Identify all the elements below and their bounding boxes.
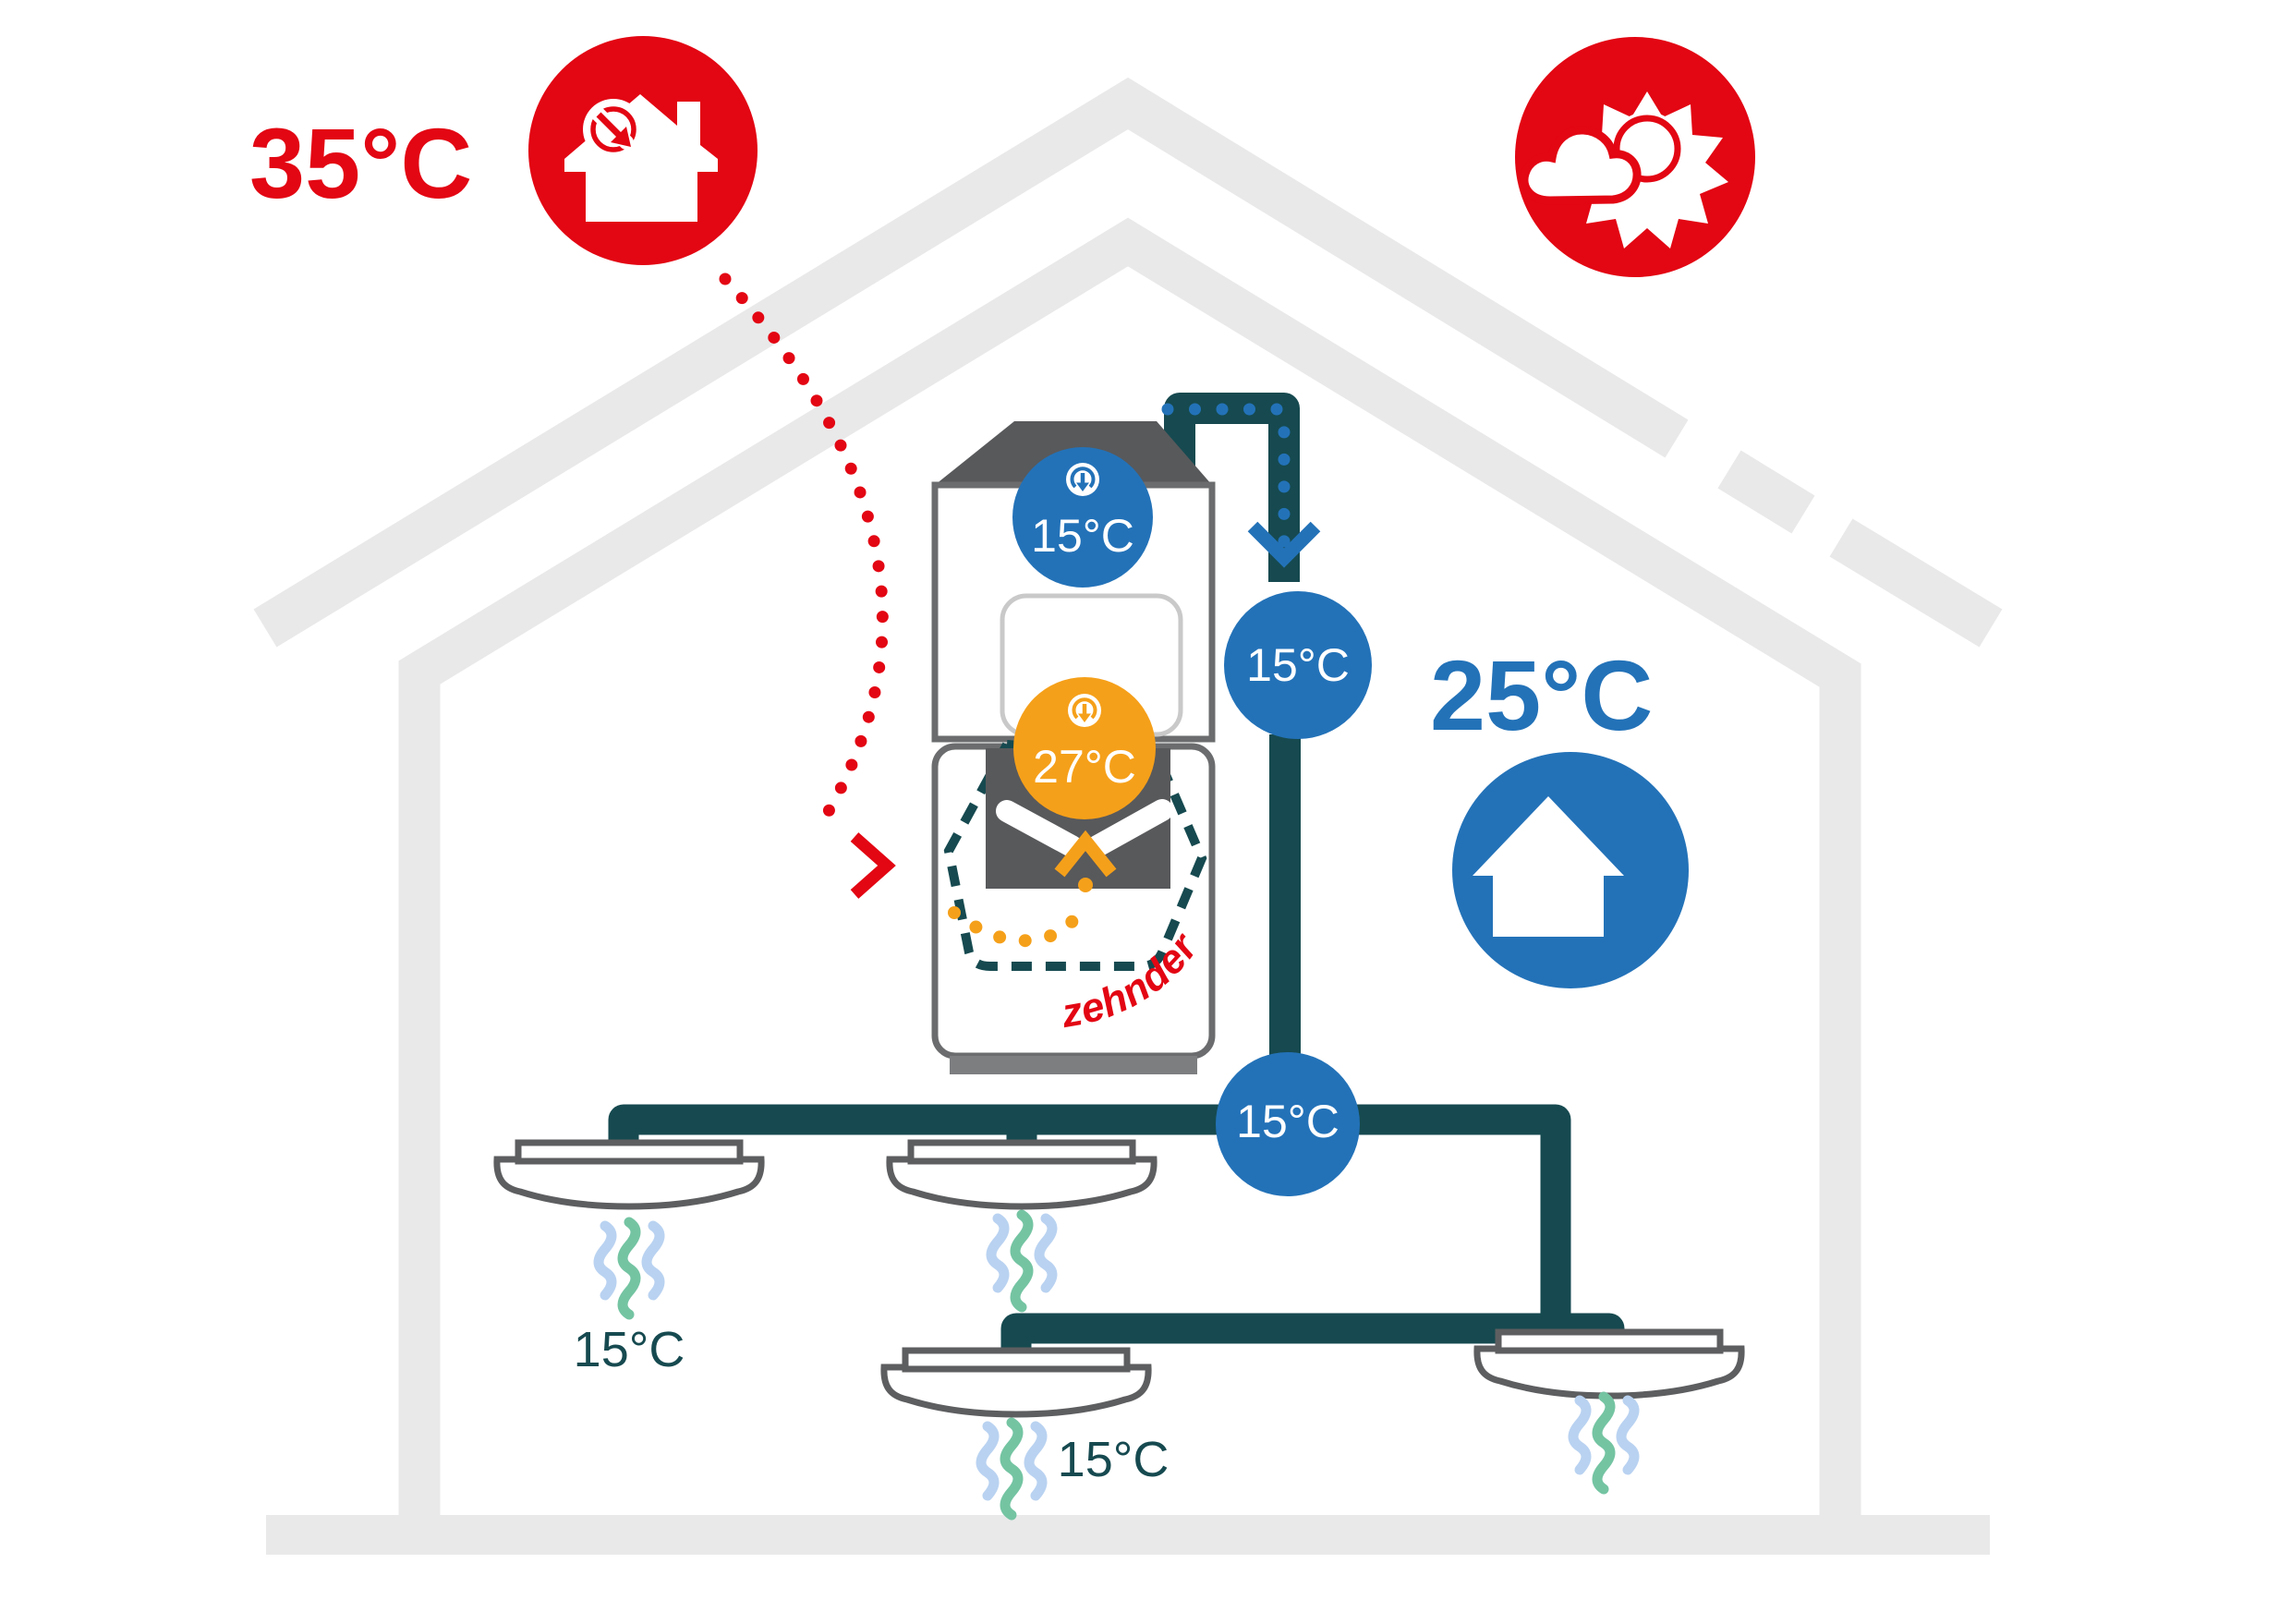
house-air-inflow-icon: [528, 36, 758, 265]
airflow-arrow-down-icon: [1247, 521, 1321, 568]
warm-air-dotted-curve: [719, 273, 889, 818]
roof-dash-long: [1829, 518, 2003, 648]
extract-air-dots: [948, 895, 1089, 948]
roof-outer-line: [253, 77, 1689, 648]
ceiling-diffuser-right: [1477, 1332, 1741, 1489]
heat-exchanger-vanes: [996, 799, 1173, 857]
ceiling-diffuser-center-low: 15°C: [884, 1351, 1169, 1515]
extract-duct-hook: [1164, 393, 1300, 582]
house-icon: [1452, 752, 1689, 988]
unit-base: [950, 1056, 1197, 1074]
airflow-waves-icon: [1573, 1397, 1634, 1489]
outdoor-temp-label: 35°C: [249, 107, 472, 219]
roof-dash-short: [1717, 450, 1815, 534]
airflow-zone-dashed-hexagon: [943, 740, 1207, 971]
sun-behind-cloud-icon: [1515, 37, 1755, 277]
indoor-temp-label: 25°C: [1430, 639, 1653, 751]
duct-junction-temp-circle: 15°C: [1216, 1052, 1360, 1196]
airflow-waves-icon: [991, 1215, 1052, 1307]
unit-extract-temp-circle: 27°C: [1013, 677, 1156, 819]
ceiling-diffuser-middle: [890, 1143, 1154, 1307]
ceiling-diffuser-left: 15°C: [497, 1143, 761, 1377]
airflow-arrow-right-icon: [850, 832, 896, 899]
duct-inlet-temp-label: 15°C: [1246, 639, 1350, 691]
floor: [266, 1515, 1990, 1555]
room-left-temp-label: 15°C: [574, 1322, 685, 1377]
warm-air-path: [719, 273, 896, 899]
main-distribution-duct: [608, 1104, 1571, 1354]
duct-junction-temp-label: 15°C: [1236, 1096, 1339, 1147]
house-outline: [253, 77, 2003, 1555]
unit-top-temp-label: 15°C: [1031, 510, 1134, 562]
exhaust-chevron-dot: [1078, 878, 1093, 892]
intake-air-dots: [1161, 403, 1291, 553]
unit-top-temp-circle: 15°C: [1012, 447, 1153, 588]
airflow-waves-icon: [981, 1423, 1042, 1515]
cloud-shape: [1520, 126, 1642, 205]
duct-inlet-temp-circle: 15°C: [1224, 591, 1372, 739]
walls-and-inner-roof: [398, 217, 1861, 1533]
room-center-temp-label: 15°C: [1058, 1432, 1170, 1487]
airflow-waves-icon: [599, 1222, 660, 1315]
exhaust-chevron-icon: [1054, 830, 1117, 878]
down-arrow-badge-icon: [1066, 463, 1099, 496]
down-arrow-badge-icon: [1068, 694, 1101, 727]
unit-extract-temp-label: 27°C: [1033, 741, 1136, 793]
